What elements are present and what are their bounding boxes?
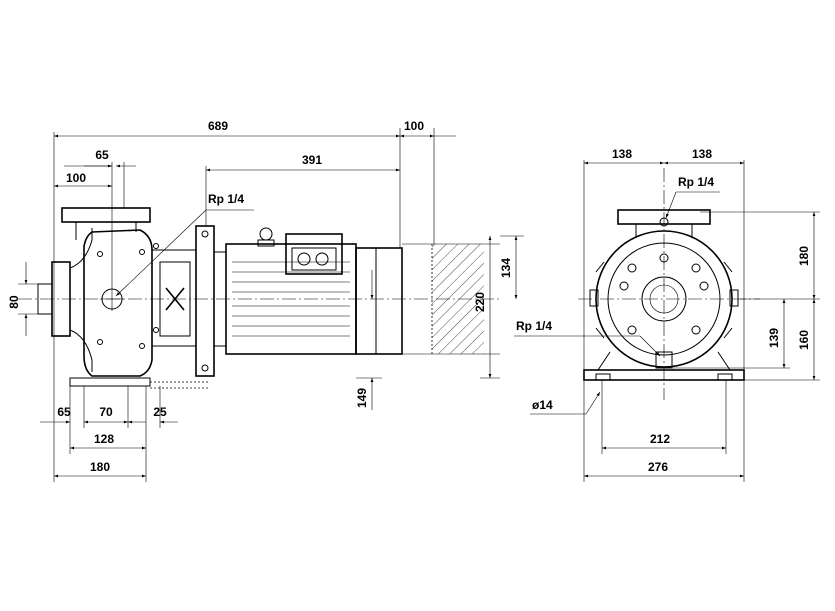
dim-160: 160	[797, 330, 811, 350]
fan-cover	[355, 247, 403, 355]
suction-eye	[641, 276, 687, 322]
dim-180-right: 180	[797, 246, 811, 266]
anchor-hole-left	[595, 373, 611, 381]
lifting-eye	[259, 227, 273, 241]
rp-left-leader	[115, 209, 207, 297]
pump-foot	[69, 377, 151, 387]
adapter-window	[159, 261, 191, 337]
side-lug-left	[589, 289, 599, 307]
rp-label-front-top: Rp 1/4	[678, 175, 714, 189]
cable-gland-2	[315, 252, 329, 266]
dim-d14: ø14	[532, 398, 553, 412]
dim-149: 149	[355, 388, 369, 408]
dim-65-top: 65	[95, 148, 109, 162]
dim-212: 212	[650, 432, 670, 446]
motor-flange-bolts	[201, 230, 209, 372]
coupling-cross	[165, 287, 185, 311]
motor-flange	[195, 225, 215, 377]
side-view: 689 100 391 65 100 Rp 1/4 134 220	[7, 119, 524, 482]
d14-leader	[585, 391, 601, 415]
dim-138-right: 138	[692, 147, 712, 161]
front-view: 138 138 Rp 1/4 180 160 139 Rp 1/4 ø14 21…	[514, 147, 820, 482]
dim-25: 25	[153, 405, 167, 419]
dim-65-bottom: 65	[57, 405, 71, 419]
rp-label-front-mid: Rp 1/4	[516, 319, 552, 333]
terminal-box-cover	[291, 247, 337, 271]
anchor-hole-right	[717, 373, 733, 381]
dim-80: 80	[7, 295, 21, 309]
side-lug-right	[729, 289, 739, 307]
pump-casing-outline-left	[69, 228, 93, 372]
terminal-box	[285, 233, 343, 275]
rp-right-leader	[665, 191, 677, 219]
dim-128: 128	[94, 432, 114, 446]
rp-port-top	[659, 217, 669, 227]
motor-fins	[232, 261, 350, 337]
cable-gland-1	[297, 252, 311, 266]
lifting-eye-base	[257, 239, 275, 247]
suction-port	[37, 283, 53, 315]
drain-plug	[655, 351, 673, 369]
dim-689: 689	[208, 119, 228, 133]
front-discharge-flange	[617, 209, 711, 225]
dim-276: 276	[648, 460, 668, 474]
casing-bolt-circle	[607, 242, 721, 356]
pump-casing	[83, 229, 153, 377]
service-space-hatch	[432, 244, 484, 354]
dim-139: 139	[767, 328, 781, 348]
dim-134: 134	[499, 258, 513, 278]
rp-label-side: Rp 1/4	[208, 192, 244, 206]
lug-ribs	[595, 261, 733, 339]
dim-100-left: 100	[66, 171, 86, 185]
rp-mid-leader	[639, 335, 661, 357]
dim-138-left: 138	[612, 147, 632, 161]
dim-70: 70	[99, 405, 113, 419]
casing-bolts	[97, 243, 159, 349]
dim-391: 391	[302, 153, 322, 167]
dim-180-bottom: 180	[90, 460, 110, 474]
dim-220: 220	[473, 292, 487, 312]
base-ribs	[597, 351, 731, 371]
suction-inner	[649, 284, 679, 314]
discharge-flange	[61, 207, 151, 223]
dim-100-top: 100	[404, 119, 424, 133]
volute-casing	[595, 230, 733, 368]
front-bolts	[619, 253, 709, 335]
